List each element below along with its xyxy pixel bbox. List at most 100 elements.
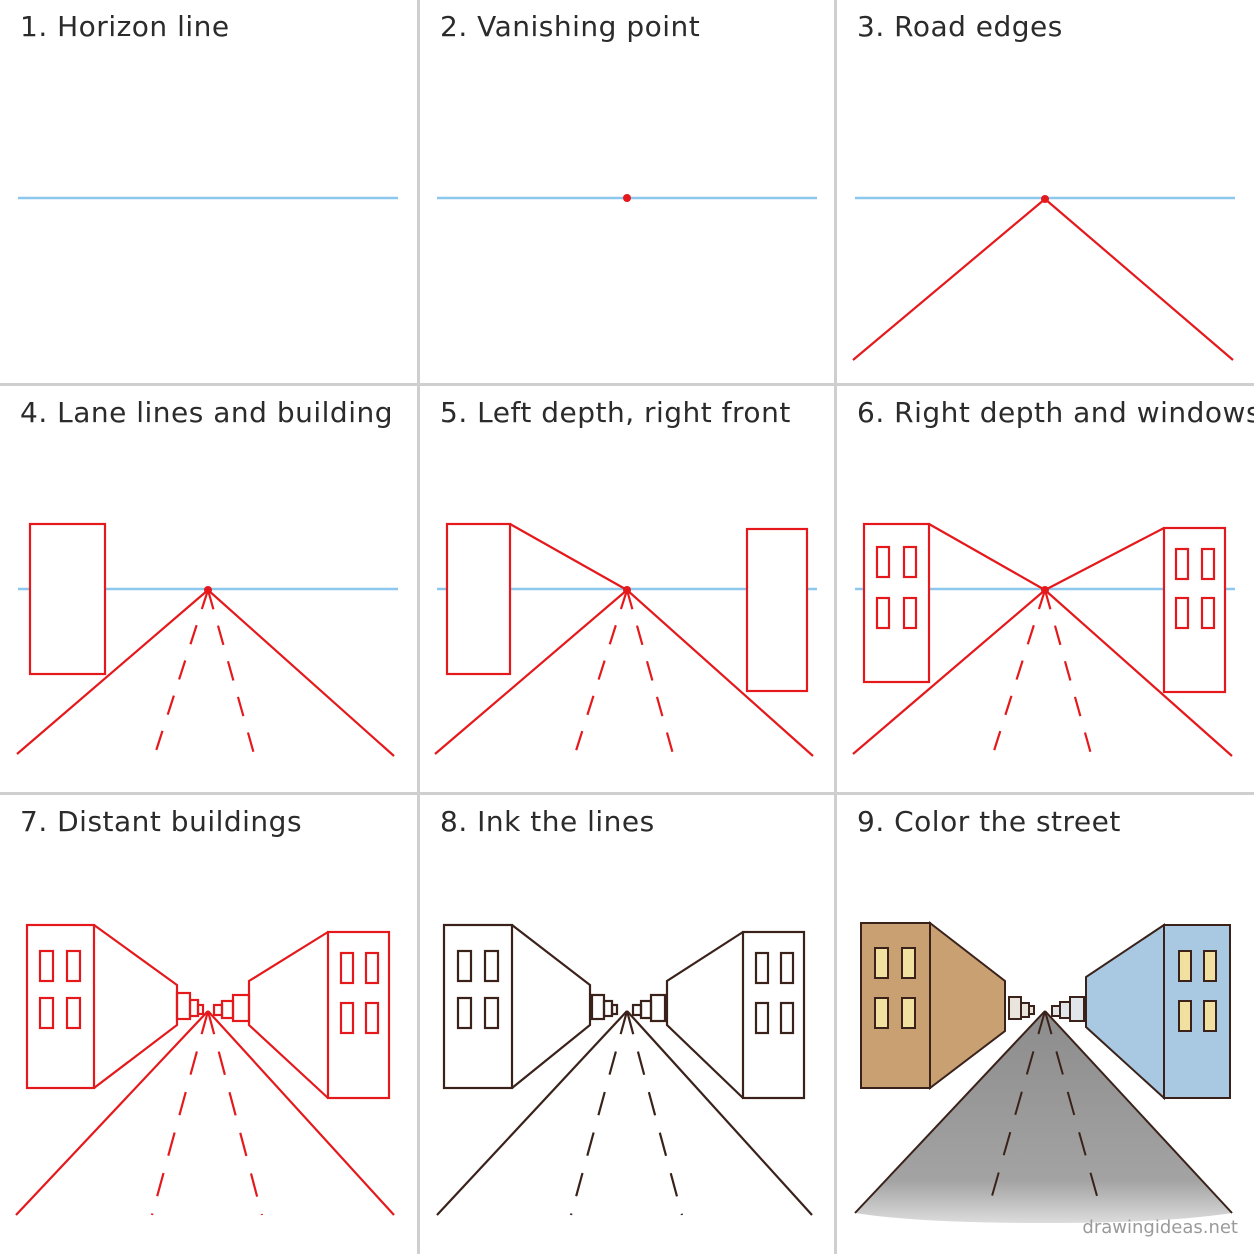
road-edge-left <box>852 589 1046 755</box>
step-7-drawing <box>15 923 395 1216</box>
window <box>456 949 473 983</box>
window <box>1203 1000 1217 1032</box>
vanishing-point <box>623 194 631 202</box>
step-panel-7: 7. Distant buildings <box>0 795 417 1254</box>
step-panel-1: 1. Horizon line <box>0 0 417 383</box>
step-2-drawing <box>437 194 817 202</box>
step-panel-2: 2. Vanishing point <box>420 0 834 383</box>
window <box>1200 547 1216 581</box>
window <box>779 1001 795 1035</box>
step-panel-5: 5. Left depth, right front <box>420 386 834 792</box>
lane-line-left <box>569 1010 629 1216</box>
window <box>901 997 916 1029</box>
road-edge-left <box>854 1010 1046 1214</box>
lane-line-right <box>625 1010 684 1216</box>
window <box>1174 547 1190 581</box>
grid-divider <box>0 383 1254 386</box>
window <box>779 951 795 985</box>
vanishing-point <box>1041 195 1049 203</box>
window <box>364 1001 380 1035</box>
lane-line-left <box>573 589 629 755</box>
window <box>364 951 380 985</box>
step-title: 1. Horizon line <box>20 10 230 43</box>
window <box>875 545 891 579</box>
distant-buildings-left <box>1008 996 1035 1020</box>
grid-divider <box>834 0 837 1254</box>
lane-line-right <box>206 589 256 755</box>
window <box>902 596 918 630</box>
window <box>65 949 82 983</box>
lane-line-left <box>150 1010 210 1216</box>
right-building-front <box>326 930 391 1100</box>
watermark: drawingideas.net <box>1082 1217 1238 1238</box>
left-building-front <box>862 522 931 684</box>
vanishing-point <box>1041 586 1049 594</box>
window <box>875 596 891 630</box>
right-building-front <box>1162 526 1227 694</box>
window <box>754 951 770 985</box>
lane-line-right <box>1044 1010 1100 1204</box>
step-title: 6. Right depth and windows <box>857 396 1254 429</box>
road-edge-right <box>1044 1010 1233 1214</box>
distant-buildings-left <box>590 993 619 1021</box>
step-4-drawing <box>16 522 398 757</box>
lane-line-right <box>625 589 675 755</box>
window <box>339 951 355 985</box>
distant-buildings-right <box>212 993 251 1023</box>
step-title: 9. Color the street <box>857 805 1121 838</box>
window <box>456 996 473 1030</box>
step-panel-8: 8. Ink the lines <box>420 795 834 1254</box>
road-edge-left <box>852 198 1046 361</box>
grid-divider <box>417 0 420 1254</box>
left-building-depth <box>93 924 179 1089</box>
step-title: 4. Lane lines and building <box>20 396 393 429</box>
left-building-depth <box>509 523 628 591</box>
lane-line-left <box>153 589 210 755</box>
left-building-depth <box>511 924 592 1089</box>
road-edge-right <box>1044 198 1234 361</box>
left-building-front <box>28 522 107 676</box>
window <box>339 1001 355 1035</box>
window <box>1174 596 1190 630</box>
step-panel-3: 3. Road edges <box>837 0 1254 383</box>
grid-divider <box>0 792 1254 795</box>
left-building-front <box>442 923 514 1090</box>
road-edge-right <box>207 589 395 757</box>
window <box>874 997 889 1029</box>
step-panel-4: 4. Lane lines and building <box>0 386 417 792</box>
lane-line-right <box>206 1010 264 1216</box>
step-3-drawing <box>852 195 1235 361</box>
window <box>65 996 82 1030</box>
vanishing-point <box>623 586 631 594</box>
window <box>901 947 916 979</box>
lane-line-right <box>1043 589 1093 755</box>
right-building-front <box>745 527 809 693</box>
step-title: 8. Ink the lines <box>440 805 655 838</box>
step-title: 3. Road edges <box>857 10 1063 43</box>
road-edge-right <box>626 589 814 757</box>
step-title: 5. Left depth, right front <box>440 396 791 429</box>
step-6-drawing <box>852 522 1235 757</box>
lane-line-left <box>989 1010 1046 1204</box>
window <box>483 996 500 1030</box>
right-building-front <box>741 930 806 1100</box>
window <box>1200 596 1216 630</box>
right-building-front <box>1163 924 1231 1099</box>
road-edge-right <box>626 1010 813 1216</box>
road-edge-left <box>16 589 209 755</box>
window <box>38 996 55 1030</box>
window <box>902 545 918 579</box>
window <box>754 1001 770 1035</box>
step-1-drawing <box>18 196 398 200</box>
right-building-depth <box>665 931 744 1099</box>
window <box>1178 1000 1192 1032</box>
distant-buildings-right <box>1051 996 1085 1022</box>
step-5-drawing <box>434 522 817 757</box>
window <box>483 949 500 983</box>
right-building-depth <box>247 931 329 1099</box>
left-building-front <box>445 522 512 676</box>
step-8-drawing <box>436 923 813 1216</box>
road-edge-left <box>15 1010 209 1216</box>
window <box>1203 950 1217 982</box>
